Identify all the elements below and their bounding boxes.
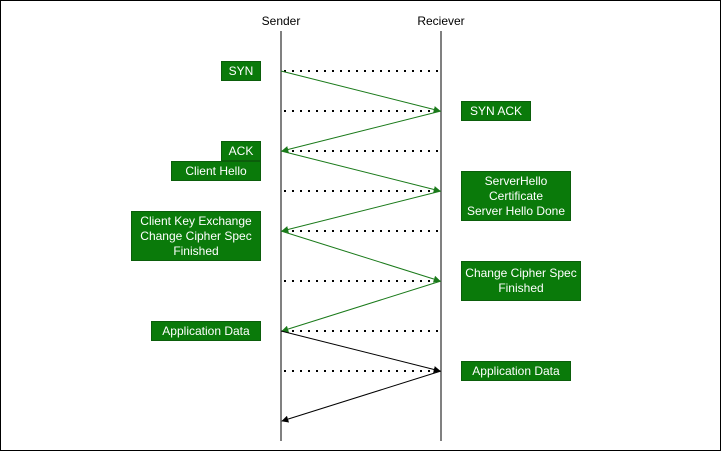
syn-label: SYN [228, 63, 254, 78]
server-app-data-label: Application Data [472, 363, 560, 378]
dotted-separators [284, 70, 438, 372]
syn-ack-label: SYN ACK [469, 103, 523, 118]
client-hello-label: Client Hello [185, 163, 247, 178]
server-change-cipher-box: Change Cipher Spec Finished [461, 261, 581, 301]
server-change-cipher-line-1: Change Cipher Spec [465, 266, 577, 280]
syn-ack-box: SYN ACK [461, 101, 531, 121]
server-change-cipher-line-2: Finished [498, 281, 544, 295]
ack-label: ACK [228, 143, 254, 158]
arrow-client-key-exchange [280, 230, 441, 283]
client-app-data-box: Application Data [151, 321, 261, 341]
server-app-data-box: Application Data [461, 361, 571, 381]
arrow-syn-ack [281, 110, 442, 153]
arrow-server-change-cipher [281, 280, 442, 333]
arrow-syn [280, 70, 441, 113]
arrow-server-app-data [281, 370, 442, 423]
sender-label: Sender [261, 14, 301, 28]
server-hello-box: ServerHello Certificate Server Hello Don… [461, 171, 571, 221]
client-key-exchange-line-3: Finished [173, 243, 219, 258]
client-hello-box: Client Hello [171, 161, 261, 181]
server-hello-line-3: Server Hello Done [466, 203, 566, 218]
arrow-client-hello [280, 150, 441, 193]
server-hello-line-1: ServerHello [484, 173, 548, 188]
receiver-label: Reciever [417, 14, 465, 28]
arrow-client-app-data [280, 330, 441, 373]
server-hello-line-2: Certificate [488, 188, 544, 203]
arrow-server-hello [281, 190, 442, 233]
client-key-exchange-line-1: Client Key Exchange [140, 213, 252, 228]
ack-box: ACK [221, 141, 261, 161]
client-app-data-label: Application Data [162, 323, 250, 338]
client-key-exchange-line-2: Change Cipher Spec [140, 228, 252, 243]
syn-box: SYN [221, 61, 261, 81]
client-key-exchange-box: Client Key Exchange Change Cipher Spec F… [131, 211, 261, 261]
